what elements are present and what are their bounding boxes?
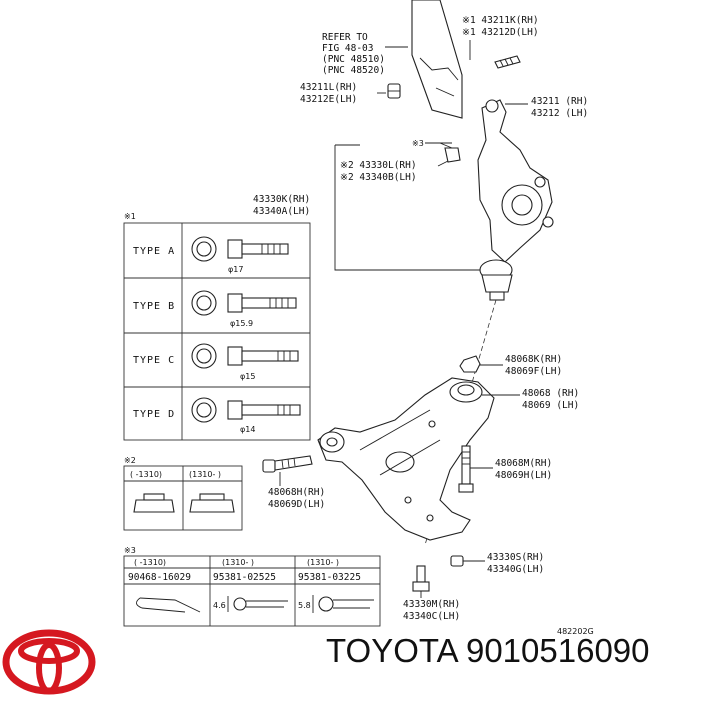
note3-mark: ※3 — [124, 546, 136, 555]
dim-4-6: 4.6 — [213, 601, 226, 610]
type-a-bolt — [191, 236, 289, 262]
nut-43330s-drawing — [450, 555, 464, 567]
nut-old-drawing — [133, 493, 175, 513]
label-48068k: 48068K(RH) — [505, 354, 562, 365]
bolt-48068m-drawing — [458, 445, 474, 493]
label-43212: 43212 (LH) — [531, 108, 588, 119]
toyota-logo-icon — [2, 629, 96, 695]
ref-line-4: (PNC 48520) — [322, 65, 385, 76]
type-c-label: TYPE C — [133, 355, 175, 366]
clip-drawing — [136, 597, 201, 613]
note2-col1: ( -1310) — [130, 470, 162, 479]
type-d-label: TYPE D — [133, 409, 175, 420]
note1-mark: ※1 — [124, 212, 136, 221]
label-43330m: 43330M(RH) — [403, 599, 460, 610]
label-43340b: ※2 43340B(LH) — [340, 172, 417, 183]
bolt-48068h-drawing — [262, 455, 313, 473]
strut-drawing — [387, 0, 521, 119]
label-43212e: 43212E(LH) — [300, 94, 357, 105]
steering-knuckle-drawing — [439, 99, 554, 263]
dim-phi15-9: φ15.9 — [230, 319, 253, 328]
bolt-43330m-drawing — [412, 565, 430, 592]
label-48069h: 48069H(LH) — [495, 470, 552, 481]
label-48069: 48069 (LH) — [522, 400, 579, 411]
label-43211: 43211 (RH) — [531, 96, 588, 107]
type-b-bolt — [191, 290, 297, 316]
ref-line-3: (PNC 48510) — [322, 54, 385, 65]
label-48069d: 48069D(LH) — [268, 499, 325, 510]
cotter-pin-32-drawing — [312, 595, 374, 613]
nut-48068k-drawing — [459, 355, 481, 373]
cotter-pin-25-drawing — [227, 596, 288, 612]
type-d-bolt — [191, 397, 301, 423]
note2-col2: (1310- ) — [189, 470, 221, 479]
pn-95381-02525: 95381-02525 — [213, 572, 276, 583]
label-43330k: 43330K(RH) — [253, 194, 310, 205]
label-43330l: ※2 43330L(RH) — [340, 160, 417, 171]
pn-95381-03225: 95381-03225 — [298, 572, 361, 583]
label-43340a: 43340A(LH) — [253, 206, 310, 217]
label-43340c: 43340C(LH) — [403, 611, 460, 622]
dim-phi14: φ14 — [240, 425, 255, 434]
label-48069f: 48069F(LH) — [505, 366, 562, 377]
note3-table — [123, 555, 381, 627]
ref-line-2: FIG 48-03 — [322, 43, 373, 54]
type-table — [123, 222, 311, 441]
note2-mark: ※2 — [124, 456, 136, 465]
label-43340g: 43340G(LH) — [487, 564, 544, 575]
label-43330s: 43330S(RH) — [487, 552, 544, 563]
leader-43330k — [334, 145, 488, 271]
type-a-label: TYPE A — [133, 246, 175, 257]
ref-line-1: REFER TO — [322, 32, 368, 43]
dim-phi15: φ15 — [240, 372, 255, 381]
label-48068h: 48068H(RH) — [268, 487, 325, 498]
dim-phi17: φ17 — [228, 265, 243, 274]
label-48068: 48068 (RH) — [522, 388, 579, 399]
type-c-bolt — [191, 343, 299, 369]
lower-control-arm-drawing — [317, 377, 495, 541]
dim-5-8: 5.8 — [298, 601, 311, 610]
note3-col2: (1310- ) — [222, 558, 254, 567]
label-48068m: 48068M(RH) — [495, 458, 552, 469]
note3-col3: (1310- ) — [307, 558, 339, 567]
note3-mark-top: ※3 — [412, 139, 424, 148]
ball-joint-drawing — [479, 259, 513, 301]
figure-code: 482202G — [557, 627, 594, 636]
label-43211k: ※1 43211K(RH) — [462, 15, 539, 26]
pn-90468-16029: 90468-16029 — [128, 572, 191, 583]
note3-col1: ( -1310) — [134, 558, 166, 567]
brand-part-number: TOYOTA 9010516090 — [326, 632, 650, 669]
nut-new-drawing — [189, 493, 235, 513]
label-43212d: ※1 43212D(LH) — [462, 27, 539, 38]
type-b-label: TYPE B — [133, 301, 175, 312]
label-43211l: 43211L(RH) — [300, 82, 357, 93]
